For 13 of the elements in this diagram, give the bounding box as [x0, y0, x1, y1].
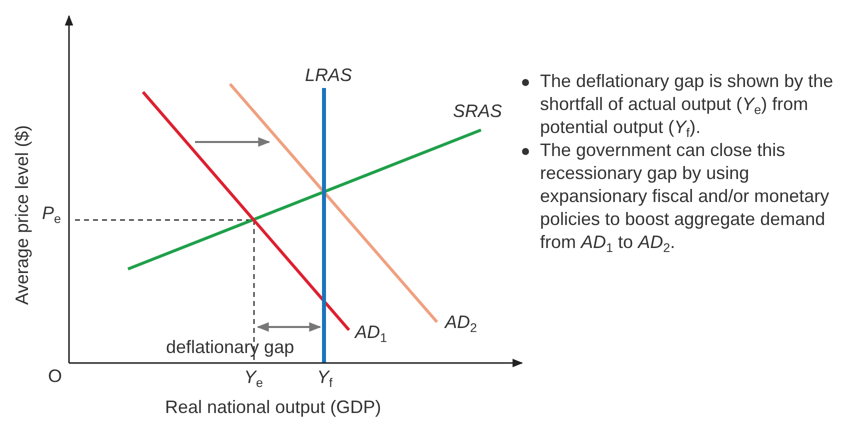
axis-title: Real national output (GDP) — [165, 397, 382, 417]
curve-label: AD$_{1}$ — [355, 322, 388, 342]
bullet-text: The government can close this recessionary gap by using expansionary fiscal and/or monetary policies to boost aggregate demand from AD$_{1}$ to AD$_{2}$. — [518, 139, 854, 254]
axis-value-label: Y$_{e}$ — [244, 367, 264, 387]
curve-label: LRAS — [305, 65, 352, 85]
gap-label: deflationary gap — [166, 337, 294, 357]
axis-title: Average price level ($) — [12, 124, 32, 307]
origin-label: O — [48, 366, 62, 386]
curve-label: SRAS — [453, 101, 502, 121]
curve-label: AD$_{2}$ — [445, 312, 478, 332]
axis-value-label: P$_{e}$ — [42, 203, 62, 223]
bullet-text: The deflationary gap is shown by the shortfall of actual output (Y$_{e}$) from potential output (Y$_{f}$). — [518, 70, 854, 139]
axis-value-label: Y$_{f}$ — [317, 367, 333, 387]
